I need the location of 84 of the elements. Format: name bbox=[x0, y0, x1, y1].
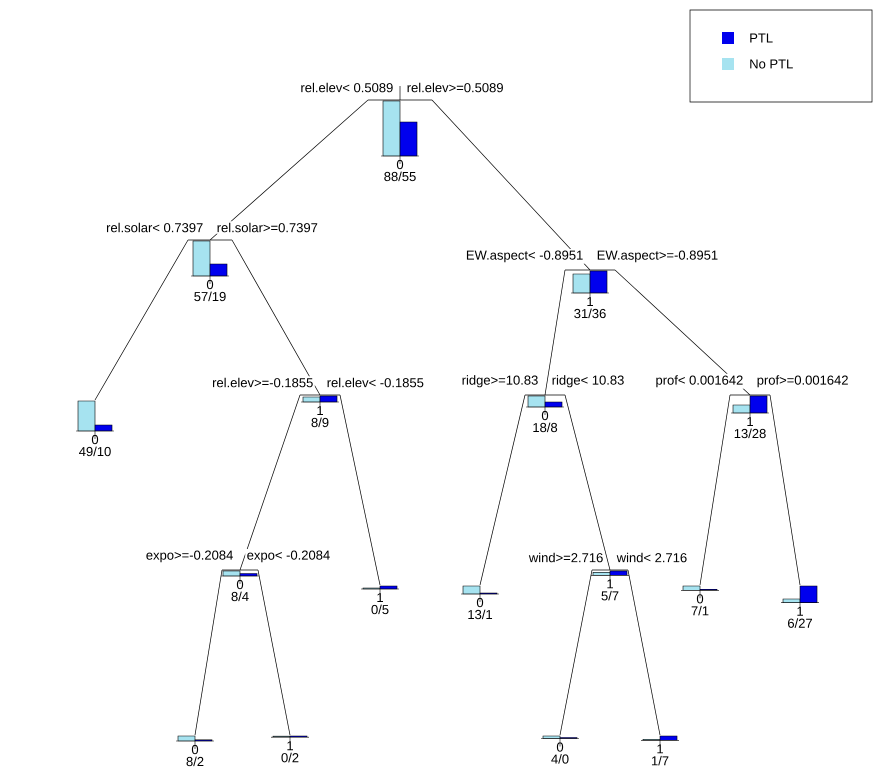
node-label: 49/10 bbox=[79, 446, 111, 456]
branch-line bbox=[560, 570, 592, 736]
node-label: 1 bbox=[607, 579, 613, 588]
branch-line bbox=[770, 394, 800, 586]
node-label: 8/4 bbox=[232, 592, 249, 602]
node-label: 0 bbox=[542, 410, 548, 420]
split-label: prof>=0.001642 bbox=[755, 374, 850, 389]
node-label: 0 bbox=[476, 598, 484, 608]
node-label: 1 bbox=[587, 297, 593, 306]
tree-node: 1 13/28 bbox=[730, 394, 770, 438]
node-label: 1 bbox=[657, 744, 663, 754]
node-label: 0 bbox=[92, 434, 98, 444]
node-label: 1 bbox=[287, 741, 293, 750]
branch-line bbox=[232, 240, 320, 396]
split-label: rel.solar< 0.7397 bbox=[104, 221, 205, 234]
branch-line bbox=[544, 270, 566, 396]
tree-node: 0 8/4 bbox=[220, 570, 260, 602]
tree-node: 0 7/1 bbox=[680, 586, 720, 616]
branch-line bbox=[258, 570, 290, 736]
branch-line bbox=[432, 100, 590, 270]
node-label: 0/5 bbox=[371, 604, 388, 614]
branch-line bbox=[628, 570, 660, 736]
node-label: 7/1 bbox=[692, 606, 708, 616]
split-label: ridge>=10.83 bbox=[460, 374, 540, 389]
node-label: 6/27 bbox=[788, 618, 812, 628]
node-label: 0 bbox=[696, 594, 704, 604]
legend-label: No PTL bbox=[750, 59, 793, 69]
branch-line bbox=[340, 394, 380, 586]
tree-node: 0 18/8 bbox=[524, 394, 566, 432]
node-label: 1 bbox=[317, 406, 323, 416]
node-label: 0 bbox=[206, 280, 214, 290]
split-label: rel.elev>=-0.1855 bbox=[210, 376, 315, 389]
branch-line bbox=[194, 570, 222, 736]
branch-line bbox=[700, 394, 730, 586]
node-label: 8/9 bbox=[312, 418, 328, 428]
split-label: expo>=-0.2084 bbox=[144, 549, 235, 564]
node-label: 0 bbox=[192, 744, 198, 754]
split-label: wind< 2.716 bbox=[615, 551, 689, 564]
split-label: rel.elev>=0.5089 bbox=[405, 81, 506, 94]
node-label: 0 bbox=[236, 580, 244, 590]
node-label: 1 bbox=[747, 417, 753, 426]
node-label: 5/7 bbox=[601, 590, 618, 600]
tree-node: 1 5/7 bbox=[590, 570, 630, 600]
node-label: 4/0 bbox=[551, 754, 569, 764]
tree-node: 0 8/2 bbox=[176, 736, 214, 766]
tree-node: 1 31/36 bbox=[564, 270, 616, 318]
node-label: 88/55 bbox=[384, 172, 416, 182]
tree-node: 1 1/7 bbox=[640, 736, 680, 766]
tree-node: 1 0/2 bbox=[270, 736, 310, 762]
tree-node: 0 49/10 bbox=[76, 400, 114, 456]
node-label: 8/2 bbox=[186, 756, 204, 766]
split-label: rel.elev< 0.5089 bbox=[298, 81, 395, 94]
node-label: 0 bbox=[556, 742, 564, 752]
tree-node: 1 0/5 bbox=[360, 586, 400, 614]
branch-line bbox=[614, 270, 750, 396]
split-label: EW.aspect< -0.8951 bbox=[464, 249, 585, 264]
split-label: wind>=2.716 bbox=[527, 551, 605, 564]
branch-line bbox=[240, 394, 300, 570]
branch-line bbox=[480, 394, 526, 586]
split-label: rel.elev< -0.1855 bbox=[325, 376, 426, 389]
split-label: ridge< 10.83 bbox=[550, 374, 626, 389]
split-label: rel.solar>=0.7397 bbox=[215, 221, 320, 234]
split-label: prof< 0.001642 bbox=[654, 374, 745, 389]
node-label: 1/7 bbox=[652, 756, 668, 766]
node-label: 13/1 bbox=[468, 610, 492, 620]
tree-node: 0 4/0 bbox=[540, 736, 580, 764]
node-label: 0/2 bbox=[281, 752, 298, 762]
branch-line bbox=[210, 100, 368, 240]
node-label: 1 bbox=[797, 606, 803, 616]
node-label: 18/8 bbox=[533, 422, 558, 432]
node-label: 1 bbox=[377, 593, 383, 602]
node-label: 31/36 bbox=[574, 308, 606, 318]
branch-line bbox=[94, 240, 188, 400]
split-label: expo< -0.2084 bbox=[245, 549, 332, 564]
tree-node: 0 13/1 bbox=[460, 586, 500, 620]
split-label: EW.aspect>=-0.8951 bbox=[595, 249, 720, 264]
node-label: 0 bbox=[396, 160, 404, 170]
branch-line bbox=[564, 394, 610, 570]
tree-node: 1 6/27 bbox=[780, 586, 820, 628]
tree-node: 1 8/9 bbox=[300, 394, 340, 428]
legend-label: PTL bbox=[750, 34, 773, 42]
node-label: 13/28 bbox=[734, 428, 766, 438]
tree-node: 0 57/19 bbox=[188, 240, 232, 302]
node-label: 57/19 bbox=[194, 292, 226, 302]
